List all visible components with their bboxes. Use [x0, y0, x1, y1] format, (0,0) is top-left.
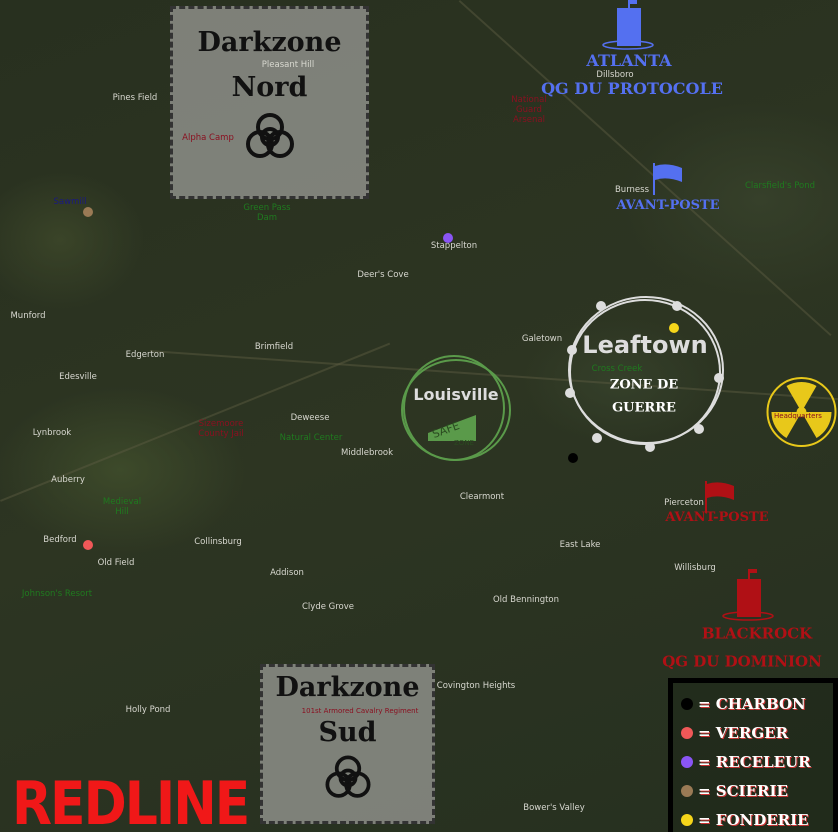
charbon-dot-icon	[681, 697, 693, 710]
poi-label: Sizemoore County Jail	[198, 419, 244, 439]
radiation-icon[interactable]	[765, 376, 838, 448]
charbon-marker[interactable]	[568, 453, 578, 463]
verger-marker[interactable]	[83, 540, 93, 550]
scierie-dot-icon	[681, 784, 693, 797]
town-label: Brimfield	[254, 342, 294, 352]
zone-label: ZONE	[454, 439, 474, 447]
legend-label: = SCIERIE	[698, 781, 788, 800]
atlanta-label: ATLANTA	[586, 51, 672, 70]
louisville-label: Louisville	[413, 385, 499, 404]
fonderie-dot-icon	[681, 813, 693, 826]
town-label: Bower's Valley	[523, 803, 585, 813]
legend-item-fonderie: = FONDERIE	[681, 805, 825, 832]
poi-label: Cross Creek	[591, 364, 643, 374]
leaftown-label: Leaftown	[582, 331, 708, 359]
darkzone-title: Darkzone	[275, 672, 420, 703]
town-label: Covington Heights	[436, 681, 516, 691]
poi-label: Headquarters	[774, 412, 822, 420]
town-label: East Lake	[559, 540, 601, 550]
town-label: Willisburg	[674, 563, 716, 573]
protocol-hq-label: QG DU PROTOCOLE	[541, 79, 723, 98]
building-icon	[722, 569, 774, 621]
darkzone-title: Darkzone	[197, 27, 342, 58]
town-label: Clearmont	[459, 492, 505, 502]
protocol-outpost-label: AVANT-POSTE	[616, 198, 720, 213]
war-zone-label: GUERRE	[612, 400, 676, 416]
building-icon	[602, 0, 654, 50]
flag-icon	[705, 481, 734, 513]
poi-label: National Guard Arsenal	[511, 95, 547, 125]
darkzone-nord[interactable]: Darkzone Nord	[170, 6, 369, 199]
safe-zone-rings	[401, 355, 511, 461]
darkzone-sud[interactable]: Darkzone Sud	[260, 664, 435, 824]
flag-icon	[653, 163, 682, 195]
town-label: Bedford	[43, 535, 77, 545]
town-label: Auberry	[51, 475, 85, 485]
scierie-marker[interactable]	[83, 207, 93, 217]
fonderie-marker[interactable]	[669, 323, 679, 333]
legend: = CHARBON = VERGER = RECELEUR = SCIERIE …	[668, 678, 838, 832]
town-label: Pierceton	[664, 498, 704, 508]
barbed-wire-icon	[565, 296, 724, 452]
town-label: Old Field	[97, 558, 135, 568]
town-label: Munford	[10, 311, 46, 321]
darkzone-subtitle: Sud	[318, 717, 377, 748]
legend-item-charbon: = CHARBON	[681, 689, 825, 718]
poi-label: Medieval Hill	[102, 497, 142, 517]
redline-logo: REDLINE	[12, 770, 250, 832]
poi-label: Clarsfield's Pond	[744, 181, 816, 191]
darkzone-subtitle: Nord	[231, 72, 308, 103]
poi-label: Alpha Camp	[182, 133, 234, 143]
town-label: Middlebrook	[340, 448, 394, 458]
blackrock-label: BLACKROCK	[701, 624, 813, 643]
dominion-outpost-label: AVANT-POSTE	[665, 510, 769, 525]
legend-item-receleur: = RECELEUR	[681, 747, 825, 776]
town-label: Burness	[614, 185, 650, 195]
verger-dot-icon	[681, 726, 693, 739]
receleur-dot-icon	[681, 755, 693, 768]
town-label: Lynbrook	[32, 428, 72, 438]
receleur-marker[interactable]	[443, 233, 453, 243]
town-label: Addison	[270, 568, 304, 578]
legend-item-verger: = VERGER	[681, 718, 825, 747]
legend-label: = RECELEUR	[698, 752, 811, 771]
town-label: Stappelton	[430, 241, 478, 251]
town-label: Old Bennington	[492, 595, 560, 605]
poi-label: Sawmill	[53, 197, 87, 207]
biohazard-icon	[325, 755, 370, 798]
poi-label: 101st Armored Cavalry Regiment	[301, 707, 419, 715]
town-label: Edesville	[59, 372, 97, 382]
legend-label: = CHARBON	[698, 694, 806, 713]
legend-item-scierie: = SCIERIE	[681, 776, 825, 805]
town-label: Deweese	[290, 413, 330, 423]
town-label: Holly Pond	[125, 705, 171, 715]
war-zone-label: ZONE DE	[609, 377, 679, 393]
town-label: Dillsboro	[596, 70, 634, 80]
town-label: Deer's Cove	[357, 270, 409, 280]
poi-label: Natural Center	[279, 433, 343, 443]
town-label: Pines Field	[112, 93, 158, 103]
town-label: Clyde Grove	[301, 602, 355, 612]
poi-label: Johnson's Resort	[21, 589, 93, 599]
biohazard-icon	[245, 113, 294, 158]
legend-label: = FONDERIE	[698, 810, 809, 829]
town-label: Edgerton	[125, 350, 165, 360]
legend-label: = VERGER	[698, 723, 789, 742]
poi-label: Green Pass Dam	[243, 203, 291, 223]
town-label: Galetown	[521, 334, 563, 344]
town-label: Collinsburg	[194, 537, 242, 547]
dominion-hq-label: QG DU DOMINION	[662, 652, 822, 671]
town-label: Pleasant Hill	[261, 60, 315, 70]
